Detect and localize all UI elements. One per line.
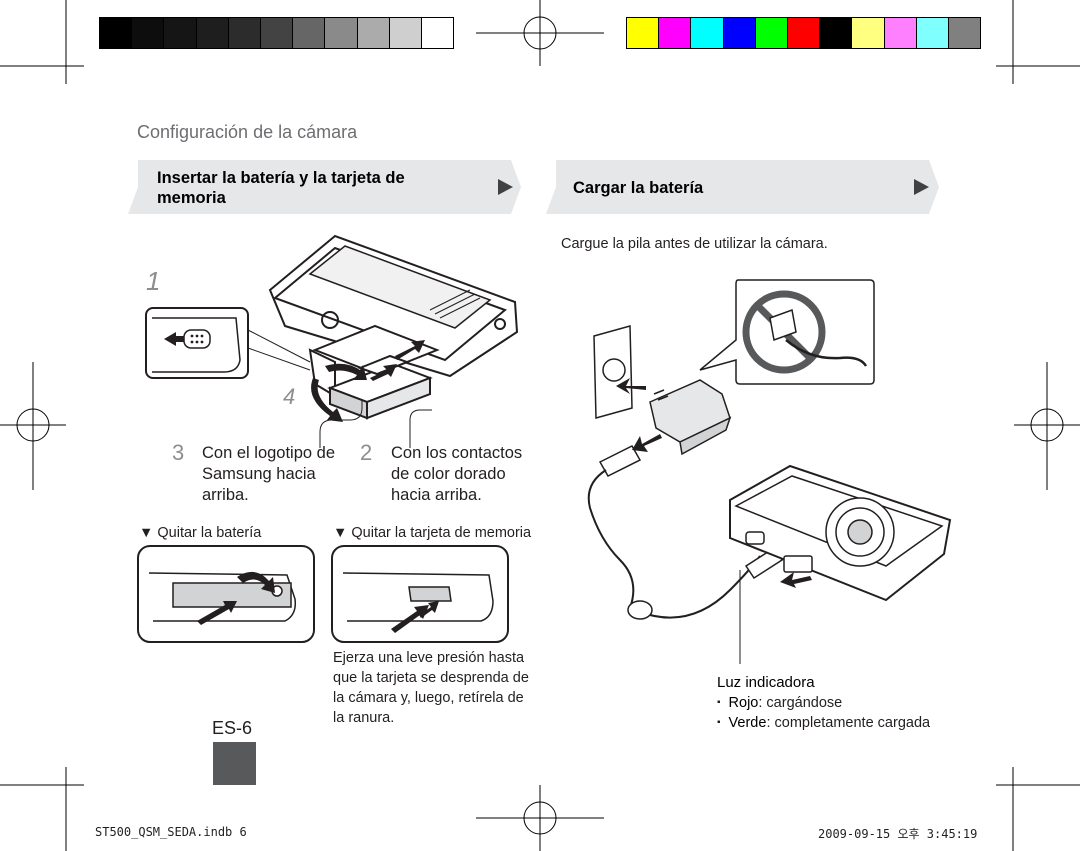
gray-swatch (131, 17, 165, 49)
footer-file-name: ST500_QSM_SEDA.indb 6 (95, 825, 247, 839)
indicator-red-desc: : cargándose (758, 695, 843, 711)
left-banner-title-line2: memoria (157, 189, 226, 207)
remove-card-label: ▼ Quitar la tarjeta de memoria (333, 525, 532, 541)
card-note-line4: la ranura. (333, 710, 395, 726)
step-leader-lines (319, 400, 432, 448)
gray-swatch (163, 17, 197, 49)
indicator-title: Luz indicadora (717, 674, 815, 691)
charging-illustration (587, 279, 952, 664)
indicator-red-label: Rojo (728, 695, 759, 711)
remove-card-illustration (331, 545, 509, 643)
right-banner-title: Cargar la batería (573, 179, 704, 197)
footer-timestamp: 2009-09-15 오후 3:45:19 (818, 827, 978, 841)
bullet-icon: ▪ (717, 717, 721, 728)
remove-battery-label: ▼ Quitar la batería (139, 525, 262, 541)
step-2-number: 2 (360, 440, 373, 465)
right-banner-shape (546, 160, 939, 214)
card-note-line2: que la tarjeta se desprenda de (333, 670, 529, 686)
step-3-line1: Con el logotipo de (202, 444, 336, 462)
indicator-green-row: ▪ Verde: completamente cargada (717, 713, 930, 733)
gray-swatch (292, 17, 326, 49)
color-swatch (754, 17, 788, 49)
card-note-line3: la cámara y, luego, retírela de (333, 690, 524, 706)
page-number: ES-6 (212, 718, 253, 738)
step-4-number: 4 (283, 384, 296, 409)
camera-open-illustration (268, 234, 519, 422)
battery-slot-inset (145, 307, 311, 379)
page-tab-marker (213, 742, 256, 785)
step-2-line1: Con los contactos (391, 444, 523, 462)
charge-instruction: Cargue la pila antes de utilizar la cáma… (561, 236, 828, 252)
gray-swatch (99, 17, 133, 49)
color-swatch (787, 17, 821, 49)
card-note-line1: Ejerza una leve presión hasta (333, 650, 525, 666)
gray-swatch (356, 17, 390, 49)
left-banner-shape (128, 160, 521, 214)
indicator-green-desc: : completamente cargada (766, 715, 931, 731)
remove-battery-illustration (137, 545, 315, 643)
step-2-line2: de color dorado (391, 465, 506, 483)
left-banner-title-line1: Insertar la batería y la tarjeta de (157, 169, 405, 187)
gray-swatch (421, 17, 455, 49)
color-swatch (851, 17, 885, 49)
color-swatch (626, 17, 660, 49)
color-swatch (948, 17, 982, 49)
indicator-green-label: Verde (728, 715, 767, 731)
step-3-line2: Samsung hacia (202, 465, 316, 483)
step-1-number: 1 (146, 266, 161, 296)
gray-swatch (227, 17, 261, 49)
bullet-icon: ▪ (717, 697, 721, 708)
indicator-red-row: ▪ Rojo: cargándose (717, 693, 842, 713)
gray-swatch (388, 17, 422, 49)
color-swatch (883, 17, 917, 49)
color-swatch (915, 17, 949, 49)
step-3-number: 3 (172, 440, 185, 465)
step-2-line3: hacia arriba. (391, 486, 482, 504)
gray-swatch (324, 17, 358, 49)
step-3-line3: arriba. (202, 486, 249, 504)
section-title: Configuración de la cámara (137, 122, 358, 142)
